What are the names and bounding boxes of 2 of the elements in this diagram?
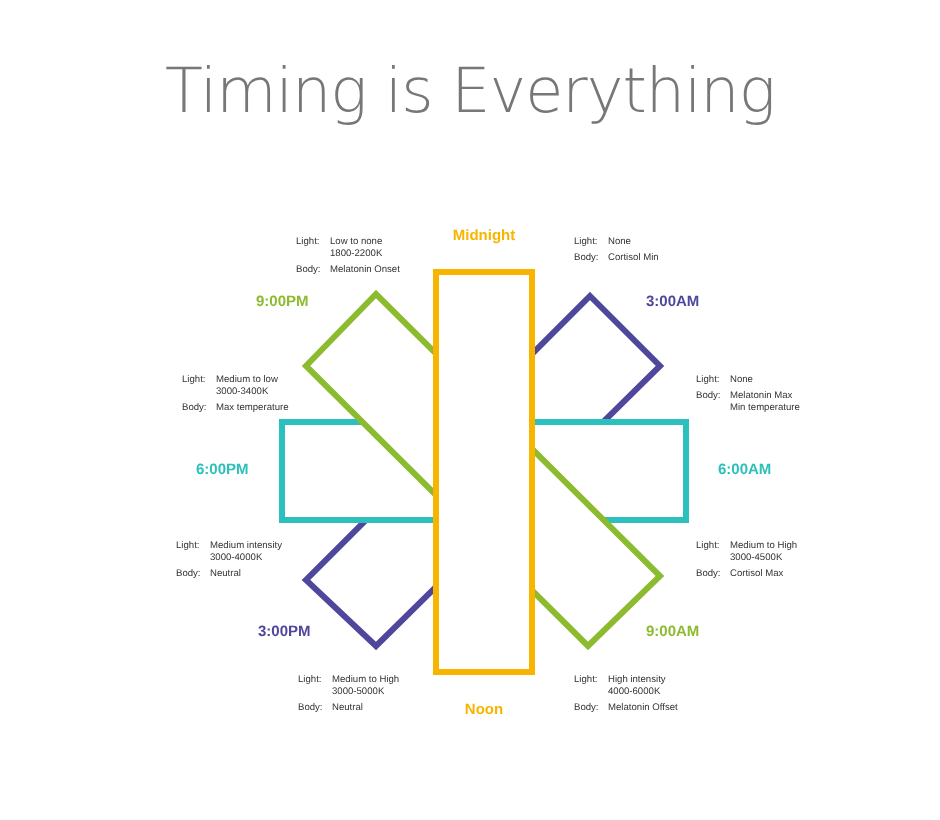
- bar-shape: [433, 269, 535, 675]
- title: Timing is Everything: [163, 56, 777, 128]
